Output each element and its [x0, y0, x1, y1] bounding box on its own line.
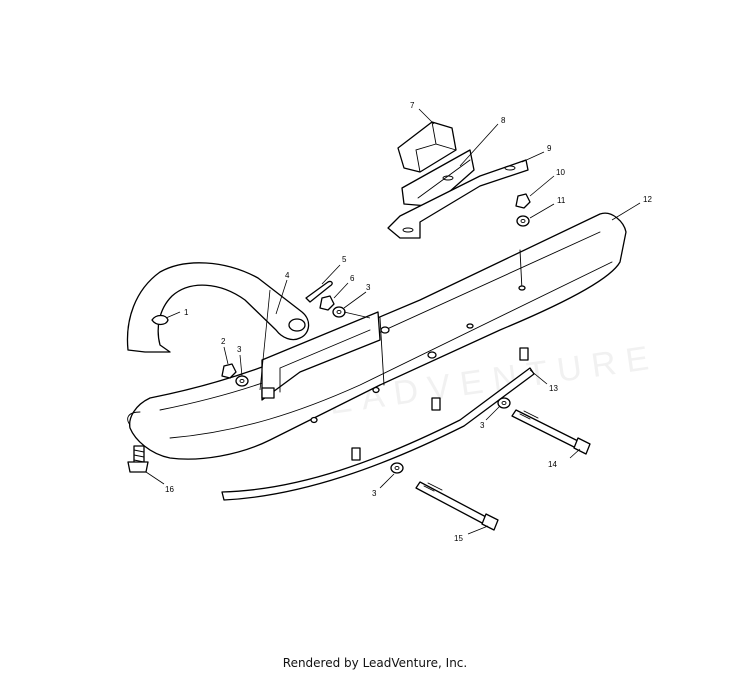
callout-2: 2 [221, 337, 226, 346]
bolt-16 [127, 445, 149, 473]
callout-3a: 3 [237, 345, 242, 354]
spindle-housing [261, 311, 381, 401]
callout-13: 13 [549, 384, 558, 393]
callout-8: 8 [501, 116, 506, 125]
callout-3c: 3 [480, 421, 485, 430]
callout-15: 15 [454, 534, 463, 543]
cotter-pin [305, 280, 333, 303]
callout-7: 7 [410, 101, 415, 110]
callout-9: 9 [547, 144, 552, 153]
callout-5: 5 [342, 255, 347, 264]
mounting-plate [387, 159, 529, 239]
callout-4: 4 [285, 271, 290, 280]
callout-16: 16 [165, 485, 174, 494]
leader-lines [145, 108, 641, 535]
callouts: 1 2 3 4 5 6 3 7 8 9 10 11 12 13 3 14 16 … [165, 101, 652, 543]
callout-3b: 3 [366, 283, 371, 292]
footer-credit: Rendered by LeadVenture, Inc. [282, 656, 468, 670]
callout-10: 10 [556, 168, 565, 177]
bolt-14 [511, 409, 591, 455]
wear-bar [221, 347, 535, 501]
callout-14: 14 [548, 460, 557, 469]
washers-and-nuts [221, 193, 531, 474]
callout-12: 12 [643, 195, 652, 204]
callout-6: 6 [350, 274, 355, 283]
callout-1: 1 [184, 308, 189, 317]
callout-11: 11 [557, 196, 566, 205]
ski-handle [126, 262, 310, 353]
callout-3d: 3 [372, 489, 377, 498]
bolt-15 [415, 481, 499, 531]
